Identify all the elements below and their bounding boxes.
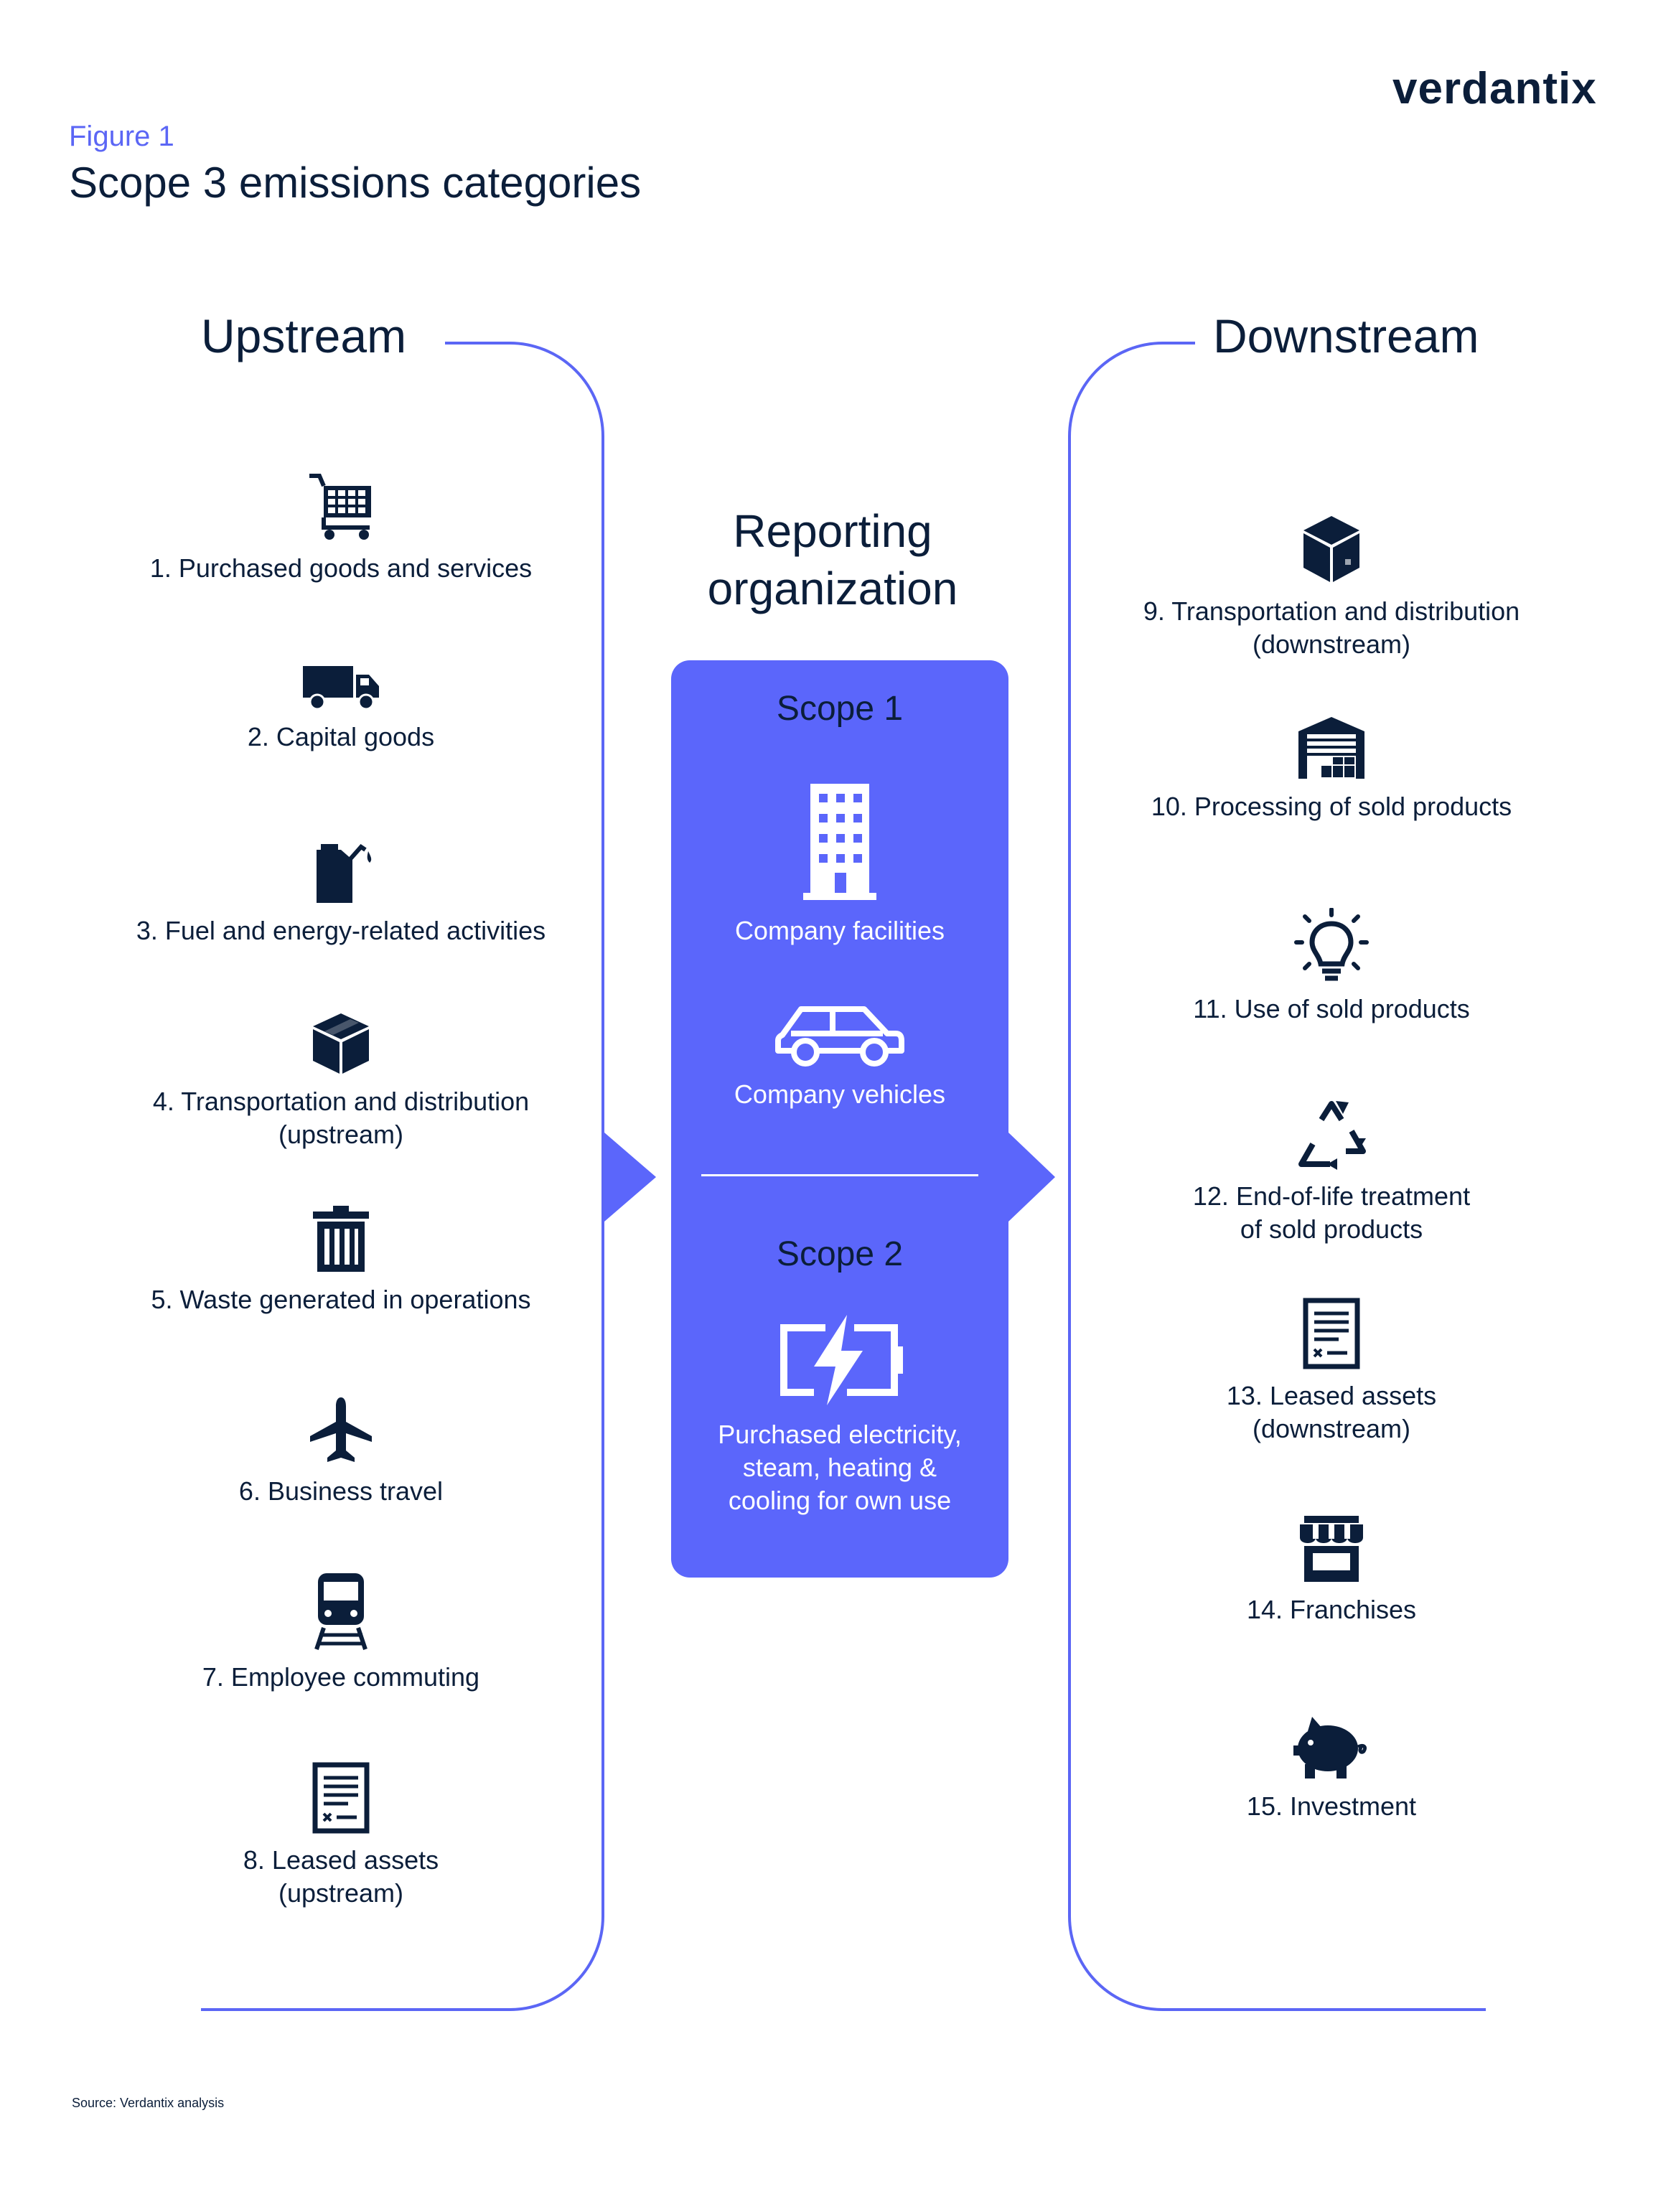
item-label: 7. Employee commuting: [202, 1662, 480, 1692]
arrow-upstream-to-center: [604, 1133, 656, 1222]
reporting-organization-heading: Reporting organization: [707, 505, 958, 614]
item-label: 15. Investment: [1246, 1791, 1417, 1821]
car-icon: [775, 1006, 904, 1067]
item-label: 8. Leased assets (upstream): [243, 1845, 439, 1908]
piggy-bank-icon: [1293, 1717, 1367, 1778]
light-bulb-icon: [1294, 908, 1369, 981]
reporting-organization-panel: Scope 1 Company facilities Company vehic…: [671, 660, 1008, 1578]
item-label: 12. End-of-life treatment of sold produc…: [1192, 1181, 1471, 1244]
item-label: 2. Capital goods: [247, 722, 435, 751]
downstream-heading: Downstream: [1213, 309, 1479, 362]
item-label: 9. Transportation and distribution (down…: [1143, 596, 1520, 659]
downstream-bracket: [1068, 342, 1486, 2011]
warehouse-icon: [1298, 717, 1364, 779]
scope-1-title: Scope 1: [776, 690, 904, 728]
downstream-item-11: 11. Use of sold products: [1080, 908, 1583, 1026]
scope-1-item-vehicles: Company vehicles: [671, 999, 1008, 1111]
upstream-heading: Upstream: [201, 309, 407, 362]
upstream-item-7: 7. Employee commuting: [90, 1572, 592, 1694]
page-title: Scope 3 emissions categories: [69, 159, 642, 207]
recycle-icon: [1298, 1101, 1366, 1170]
upstream-item-5: 5. Waste generated in operations: [90, 1204, 592, 1316]
figure-label: Figure 1: [69, 121, 174, 152]
upstream-item-4: 4. Transportation and distribution (upst…: [90, 1011, 592, 1151]
scope-2-title: Scope 2: [776, 1235, 904, 1273]
document-icon: [1303, 1298, 1360, 1369]
item-label: 3. Fuel and energy-related activities: [136, 916, 546, 945]
arrow-center-to-downstream: [1008, 1133, 1055, 1222]
upstream-item-2: 2. Capital goods: [90, 660, 592, 754]
item-label: 1. Purchased goods and services: [149, 553, 533, 583]
item-label: Company facilities: [734, 916, 945, 945]
airplane-icon: [310, 1397, 372, 1462]
truck-icon: [303, 666, 379, 711]
source-note: Source: Verdantix analysis: [72, 2096, 225, 2110]
item-label: 5. Waste generated in operations: [151, 1285, 531, 1314]
item-label: 4. Transportation and distribution (upst…: [152, 1087, 530, 1149]
scope-divider: [701, 1174, 978, 1176]
downstream-item-13: 13. Leased assets (downstream): [1080, 1298, 1583, 1445]
document-icon: [312, 1762, 370, 1834]
item-label: 10. Processing of sold products: [1151, 792, 1512, 821]
downstream-item-10: 10. Processing of sold products: [1080, 714, 1583, 823]
upstream-bracket: [201, 342, 604, 2011]
building-icon: [803, 784, 876, 900]
downstream-item-14: 14. Franchises: [1080, 1514, 1583, 1626]
item-label: Company vehicles: [734, 1079, 946, 1109]
train-icon: [314, 1573, 367, 1650]
downstream-item-9: 9. Transportation and distribution (down…: [1080, 513, 1583, 661]
downstream-item-15: 15. Investment: [1080, 1715, 1583, 1823]
box-icon: [313, 1013, 369, 1074]
item-label: 14. Franchises: [1246, 1595, 1417, 1624]
item-label: Purchased electricity, steam, heating & …: [718, 1420, 962, 1515]
verdantix-logo: verdantix: [1392, 64, 1597, 113]
scope-2-item-electricity: Purchased electricity, steam, heating & …: [671, 1313, 1008, 1517]
trash-can-icon: [313, 1206, 369, 1272]
scope-1-item-facilities: Company facilities: [671, 781, 1008, 947]
battery-bolt-icon: [780, 1315, 903, 1405]
shopping-cart-icon: [309, 474, 371, 540]
item-label: 11. Use of sold products: [1193, 994, 1470, 1023]
upstream-item-1: 1. Purchased goods and services: [90, 470, 592, 585]
upstream-item-8: 8. Leased assets (upstream): [90, 1762, 592, 1910]
box-icon: [1303, 516, 1359, 582]
downstream-item-12: 12. End-of-life treatment of sold produc…: [1080, 1098, 1583, 1246]
fuel-can-icon: [317, 844, 372, 903]
upstream-item-3: 3. Fuel and energy-related activities: [90, 840, 592, 947]
upstream-item-6: 6. Business travel: [90, 1396, 592, 1508]
item-label: 6. Business travel: [238, 1476, 444, 1506]
storefront-icon: [1300, 1516, 1363, 1582]
item-label: 13. Leased assets (downstream): [1226, 1381, 1437, 1443]
